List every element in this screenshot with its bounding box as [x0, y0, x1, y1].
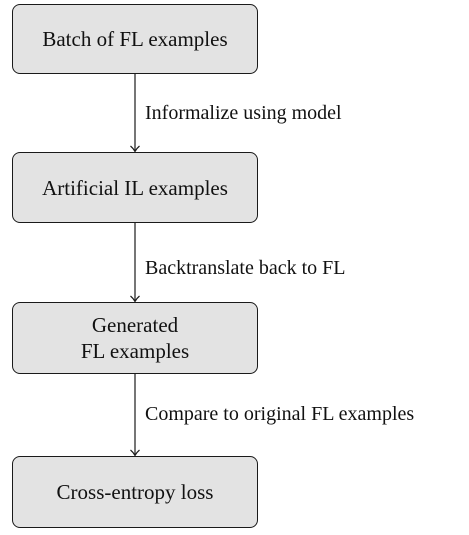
node-label: Batch of FL examples	[42, 27, 228, 51]
edge-arrowhead-2	[130, 295, 140, 303]
edge-label-informalize: Informalize using model	[145, 102, 342, 124]
node-batch-of-fl-examples: Batch of FL examples	[12, 4, 258, 74]
node-label: Cross-entropy loss	[56, 480, 214, 504]
node-label: Artificial IL examples	[42, 175, 228, 200]
edge-label-compare: Compare to original FL examples	[145, 403, 415, 425]
edge-label-backtranslate: Backtranslate back to FL	[145, 257, 346, 279]
edge-arrowhead-3	[130, 449, 140, 457]
node-cross-entropy-loss: Cross-entropy loss	[12, 456, 258, 528]
edge-arrowhead-1	[130, 145, 140, 153]
node-label: Generated FL examples	[80, 313, 190, 363]
node-artificial-il-examples: Artificial IL examples	[12, 152, 258, 223]
node-generated-fl-examples: Generated FL examples	[12, 302, 258, 374]
